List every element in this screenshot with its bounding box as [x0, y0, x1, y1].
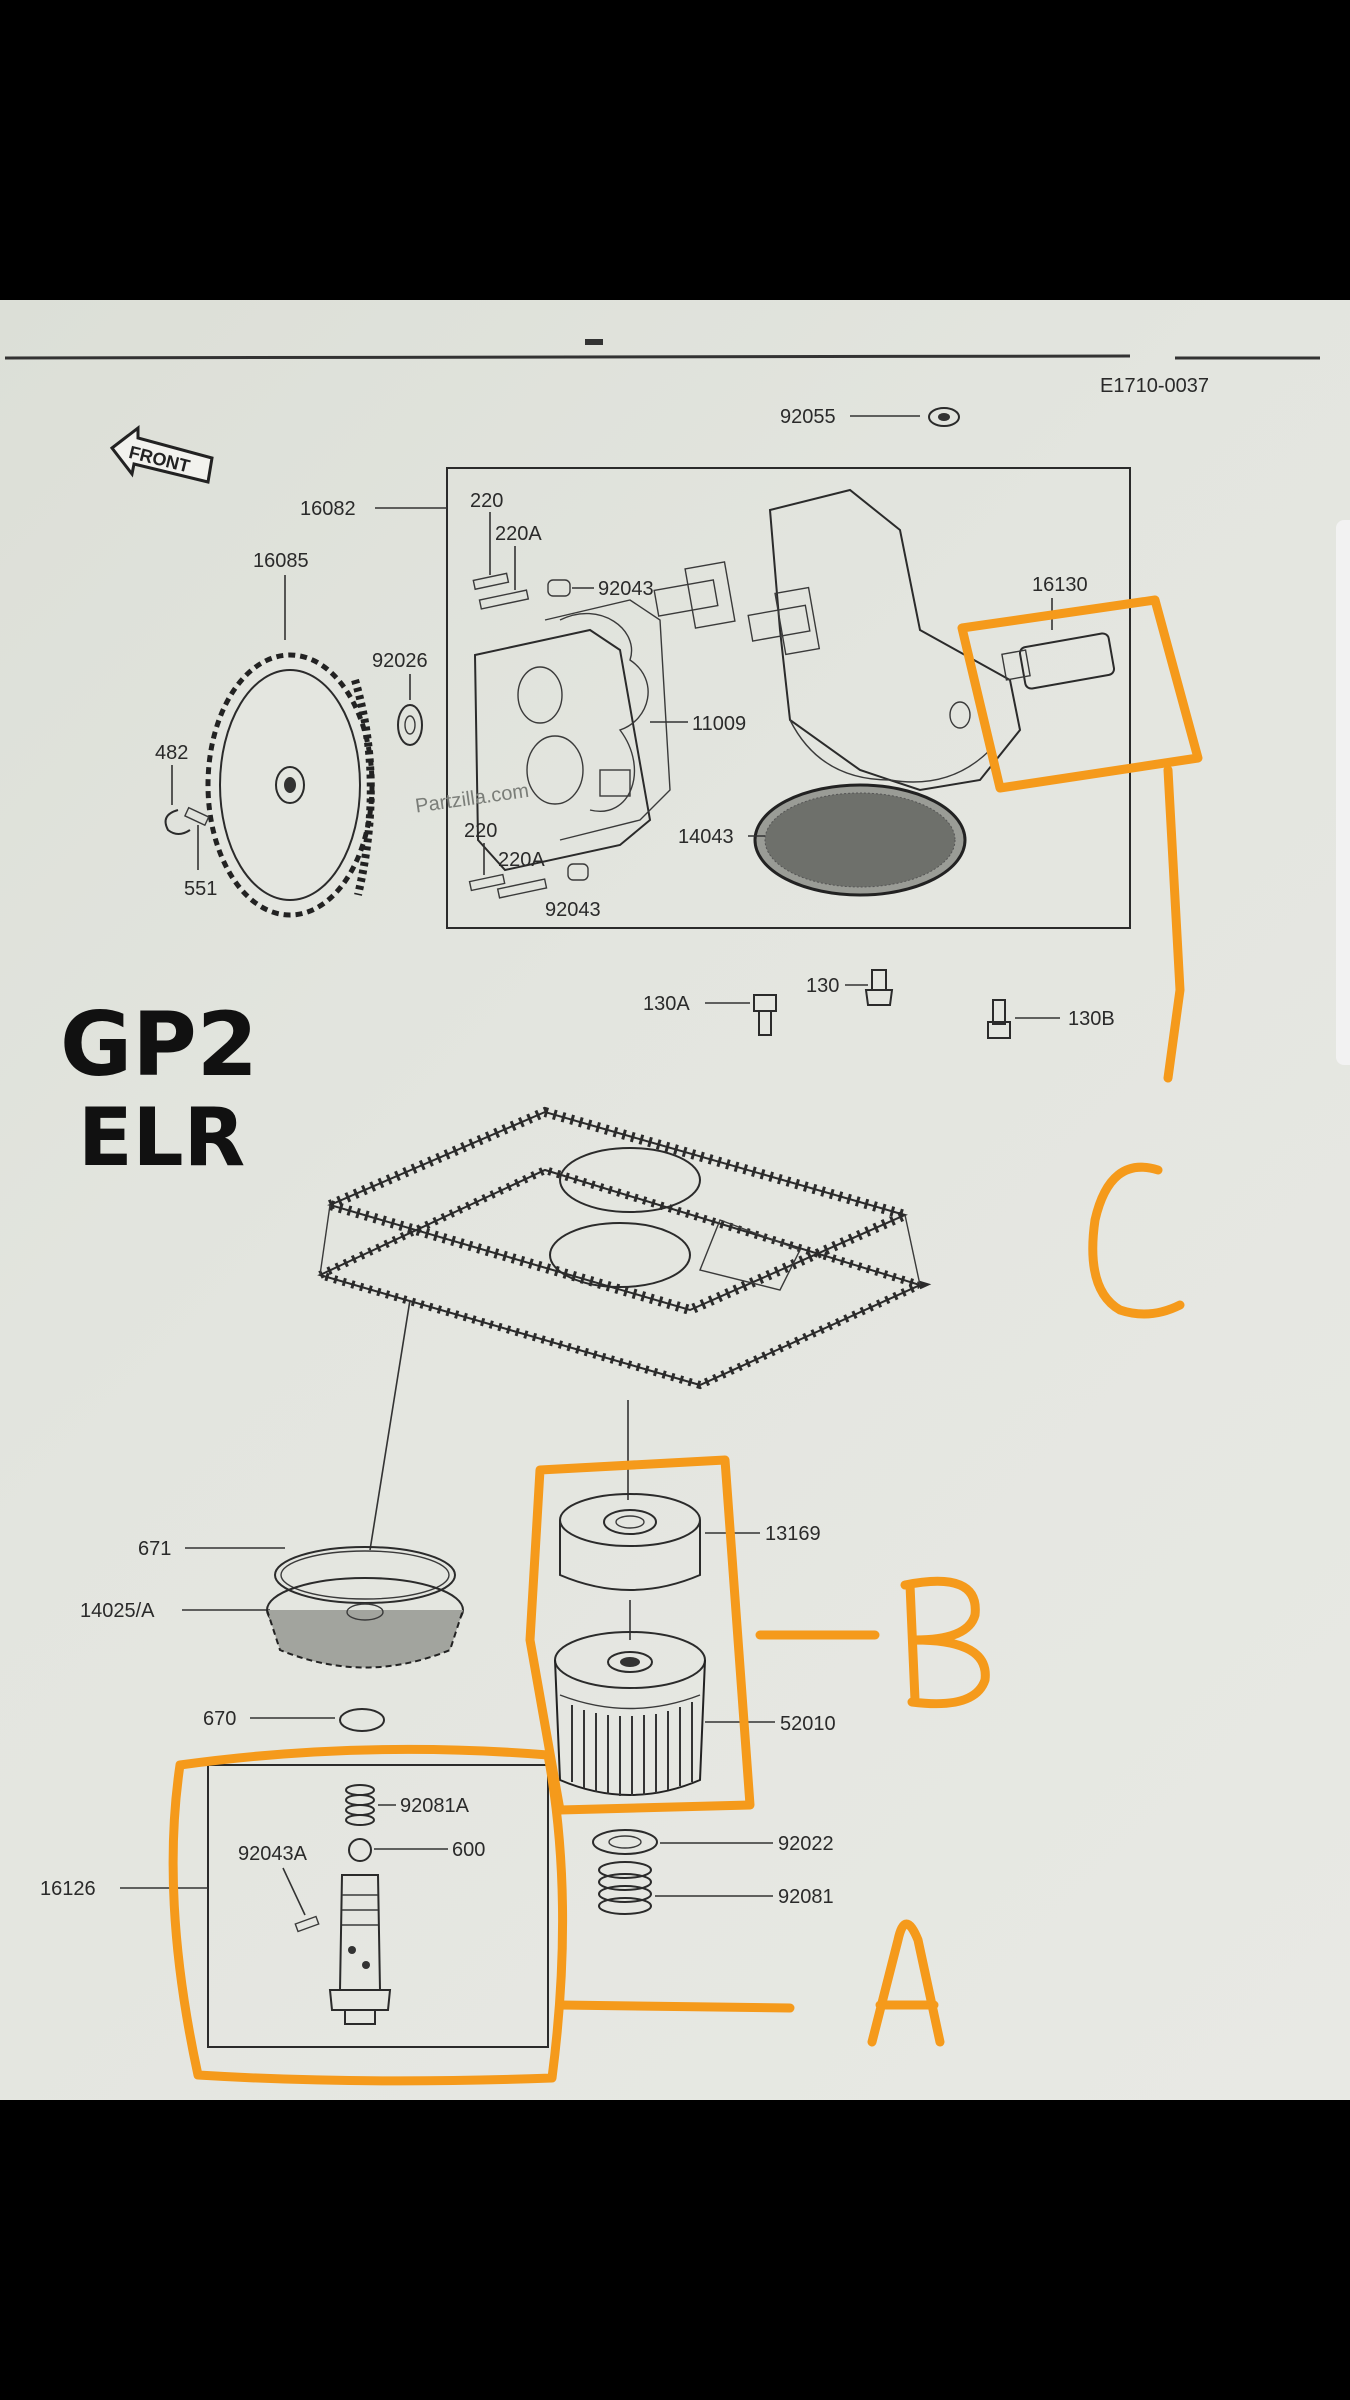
- watermark: Partzilla.com: [414, 780, 530, 818]
- label-220-bot: 220: [464, 820, 497, 842]
- marker-a-annotation: [168, 1744, 795, 2086]
- svg-text:ELR: ELR: [78, 1091, 245, 1184]
- label-130a: 130A: [643, 993, 690, 1015]
- label-92043a: 92043A: [238, 1843, 308, 1865]
- label-220a-top: 220A: [495, 523, 542, 545]
- bolt-130: [864, 969, 894, 1006]
- marker-a-letter: [867, 1919, 945, 2047]
- pump-cover-11009: [473, 599, 671, 872]
- marker-c-letter: [1088, 1162, 1185, 1319]
- marker-c-annotation: [957, 595, 1203, 1083]
- label-220-top: 220: [470, 490, 503, 512]
- label-16085: 16085: [253, 550, 309, 572]
- washer-92026: [397, 704, 423, 746]
- label-92081: 92081: [778, 1886, 834, 1908]
- marker-b-letter: [900, 1576, 990, 1709]
- o-ring-671: [274, 1546, 456, 1604]
- label-482: 482: [155, 742, 188, 764]
- parts-diagram: E1710-0037 FRONT 92055 16082 220 220A 92…: [4, 339, 1320, 2086]
- label-52010: 52010: [780, 1713, 836, 1735]
- strainer-14025: [266, 1577, 464, 1669]
- label-220a-bot: 220A: [498, 849, 545, 871]
- oil-pump-group-box: [446, 467, 1131, 929]
- spring-92081: [598, 1861, 652, 1915]
- top-rule: [4, 354, 1131, 360]
- ball-600: [348, 1838, 372, 1862]
- label-92022: 92022: [778, 1833, 834, 1855]
- pin-92043a: [294, 1915, 320, 1933]
- label-671: 671: [138, 1538, 171, 1560]
- label-92055: 92055: [780, 406, 836, 428]
- label-16130: 16130: [1032, 574, 1088, 596]
- bolt-130a: [753, 994, 777, 1036]
- label-13169: 13169: [765, 1523, 821, 1545]
- label-14025a: 14025/A: [80, 1600, 155, 1622]
- spring-92081a: [345, 1784, 375, 1826]
- circlip-482: [164, 809, 191, 835]
- label-130b: 130B: [1068, 1008, 1115, 1030]
- label-600: 600: [452, 1839, 485, 1861]
- label-130: 130: [806, 975, 839, 997]
- side-pull-tab[interactable]: [1336, 520, 1350, 1065]
- oil-pump-body: [653, 488, 1022, 792]
- label-11009: 11009: [692, 713, 746, 735]
- pin-551: [183, 806, 210, 827]
- photo-of-parts-manual: E1710-0037 FRONT 92055 16082 220 220A 92…: [0, 300, 1350, 2100]
- label-16126: 16126: [40, 1878, 96, 1900]
- label-16082: 16082: [300, 498, 356, 520]
- label-92043-bot: 92043: [545, 899, 601, 921]
- nut-92055: [928, 407, 960, 427]
- screws-220-top: [472, 572, 530, 610]
- label-92081a: 92081A: [400, 1795, 470, 1817]
- rule-tick: [585, 339, 603, 345]
- label-92026: 92026: [372, 650, 428, 672]
- bypass-valve-body: [328, 1874, 392, 2025]
- marker-b-annotation: [525, 1455, 880, 1815]
- label-14043: 14043: [678, 826, 734, 848]
- washer-92022: [592, 1829, 658, 1855]
- bolt-130b: [987, 999, 1011, 1039]
- figure-code: E1710-0037: [1100, 375, 1209, 397]
- oil-screen-14043: [753, 783, 967, 897]
- dowel-92043-bot: [567, 863, 589, 881]
- front-arrow-icon: FRONT: [109, 424, 214, 484]
- label-670: 670: [203, 1708, 236, 1730]
- label-551: 551: [184, 878, 217, 900]
- bypass-valve-group-box: [207, 1764, 549, 2048]
- relief-valve-16130: [1001, 632, 1116, 690]
- dowel-92043-top: [547, 579, 571, 597]
- screws-220-bot: [468, 873, 506, 892]
- label-92043-top: 92043: [598, 578, 654, 600]
- oil-filter-52010: [554, 1631, 706, 1796]
- filter-cover-13169: [559, 1493, 701, 1591]
- oil-pump-gear-16085: [205, 652, 375, 918]
- svg-text:GP2: GP2: [60, 993, 258, 1096]
- o-ring-670: [339, 1708, 385, 1732]
- handwritten-title: GP2 ELR: [60, 993, 258, 1184]
- oil-pan-and-gasket: [308, 1106, 932, 1390]
